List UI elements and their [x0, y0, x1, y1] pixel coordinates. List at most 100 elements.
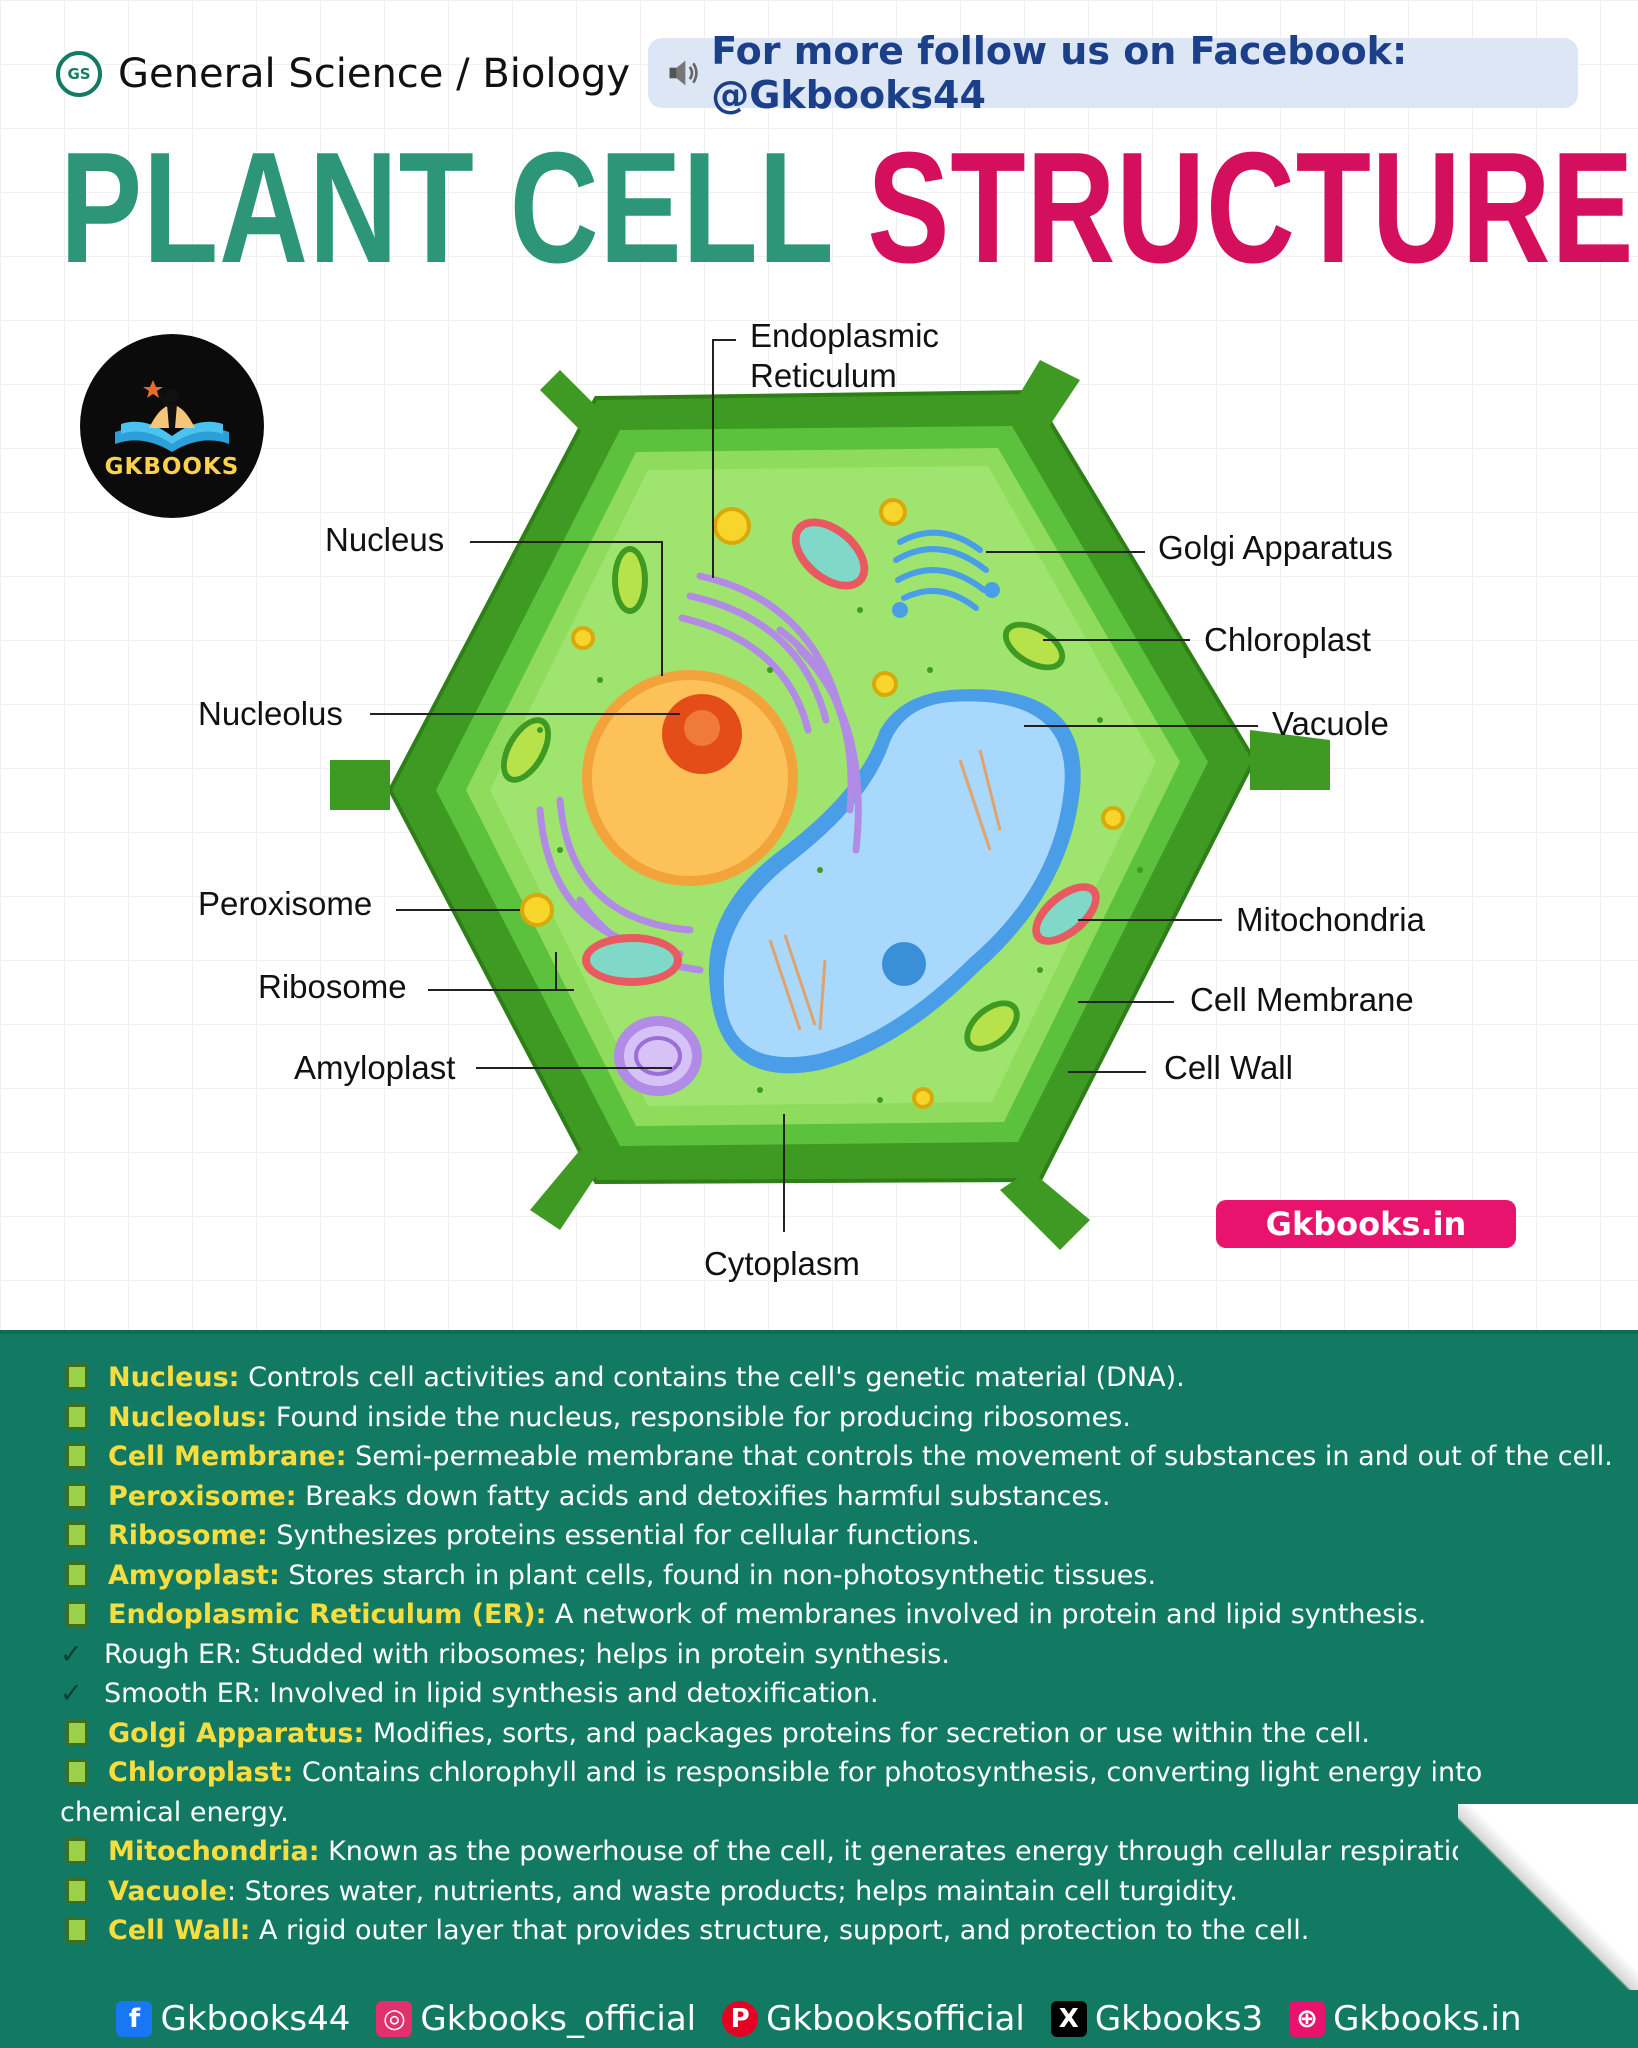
plant-cell-diagram: Endoplasmic Reticulum Nucleus Golgi Appa… — [0, 290, 1638, 1330]
badge-text: GS — [67, 65, 91, 83]
peroxisomes — [520, 498, 1125, 1109]
book-bullet-icon — [66, 1561, 88, 1588]
nucleolus — [662, 694, 742, 774]
description-text: Stores starch in plant cells, found in n… — [279, 1559, 1157, 1591]
nucleus — [582, 670, 798, 886]
description-term: Peroxisome: — [108, 1480, 297, 1512]
description-text: Modifies, sorts, and packages proteins f… — [364, 1717, 1370, 1749]
label-peroxisome: Peroxisome — [198, 885, 373, 922]
description-text: Controls cell activities and contains th… — [239, 1362, 1185, 1393]
checkmark-icon: ✓ — [60, 1678, 83, 1709]
title-part1: PLANT CELL — [60, 120, 835, 296]
description-item: Nucleolus: Found inside the nucleus, res… — [60, 1398, 1600, 1438]
description-text: Rough ER: Studded with ribosomes; helps … — [104, 1638, 950, 1670]
description-text: A network of membranes involved in prote… — [546, 1599, 1427, 1630]
label-er-line1: Endoplasmic — [750, 317, 939, 354]
book-bullet-icon — [66, 1443, 88, 1469]
book-bullet-icon — [66, 1877, 88, 1904]
label-cytoplasm: Cytoplasm — [704, 1245, 860, 1282]
social-instagram[interactable]: ◎ Gkbooks_official — [376, 1999, 696, 2039]
book-bullet-icon — [66, 1917, 88, 1943]
description-text: A rigid outer layer that provides struct… — [250, 1915, 1310, 1946]
ribosomes — [537, 607, 1143, 1103]
label-ribosome: Ribosome — [258, 968, 407, 1005]
description-text: Known as the powerhouse of the cell, it … — [319, 1836, 1494, 1867]
description-item: Mitochondria: Known as the powerhouse of… — [60, 1832, 1600, 1872]
book-bullet-icon — [66, 1364, 88, 1390]
description-item: Endoplasmic Reticulum (ER): A network of… — [60, 1595, 1600, 1635]
description-term: Ribosome: — [108, 1520, 268, 1551]
description-term: Vacuole — [108, 1875, 227, 1907]
label-amyloplast: Amyloplast — [294, 1049, 456, 1086]
follow-text: For more follow us on Facebook: @Gkbooks… — [711, 29, 1408, 117]
label-er-line2: Reticulum — [750, 357, 897, 394]
logo-text: GKBOOKS — [104, 454, 240, 480]
description-term: Cell Membrane: — [108, 1441, 347, 1472]
description-panel: Nucleus: Controls cell activities and co… — [0, 1330, 1638, 1994]
description-item: Cell Membrane: Semi-permeable membrane t… — [60, 1437, 1613, 1477]
description-item: Nucleus: Controls cell activities and co… — [60, 1358, 1600, 1398]
description-list: Nucleus: Controls cell activities and co… — [60, 1358, 1613, 1951]
social-x[interactable]: X Gkbooks3 — [1050, 1999, 1264, 2039]
description-term: Nucleus: — [108, 1362, 240, 1393]
page-title: PLANT CELL STRUCTURE — [60, 120, 1634, 296]
description-text: Breaks down fatty acids and detoxifies h… — [296, 1480, 1111, 1512]
social-facebook[interactable]: f Gkbooks44 — [116, 1999, 350, 2039]
subject-text: General Science / Biology — [118, 51, 630, 97]
social-pinterest[interactable]: P Gkbooksofficial — [722, 1999, 1025, 2039]
globe-icon: ⊕ — [1289, 2001, 1326, 2037]
label-golgi-apparatus: Golgi Apparatus — [1158, 529, 1393, 566]
label-mitochondria: Mitochondria — [1236, 901, 1425, 938]
header: GS General Science / Biology For more fo… — [0, 0, 1638, 288]
description-text: Smooth ER: Involved in lipid synthesis a… — [104, 1678, 879, 1709]
pinterest-icon: P — [722, 2001, 759, 2037]
description-item: Amyoplast: Stores starch in plant cells,… — [60, 1556, 1600, 1596]
description-text: Semi-permeable membrane that controls th… — [346, 1441, 1613, 1472]
pinterest-handle: Gkbooksofficial — [766, 1999, 1025, 2039]
book-bullet-icon — [66, 1403, 88, 1430]
label-chloroplast: Chloroplast — [1204, 621, 1371, 658]
x-icon: X — [1050, 2001, 1087, 2037]
description-term: Chloroplast: — [108, 1757, 294, 1788]
description-term: Endoplasmic Reticulum (ER): — [108, 1599, 547, 1630]
description-term: Cell Wall: — [108, 1915, 251, 1946]
description-item: Golgi Apparatus: Modifies, sorts, and pa… — [60, 1714, 1600, 1754]
label-cell-membrane: Cell Membrane — [1190, 981, 1414, 1018]
description-term: Golgi Apparatus: — [108, 1717, 365, 1749]
book-bullet-icon — [66, 1522, 88, 1548]
description-text: : Stores water, nutrients, and waste pro… — [226, 1875, 1238, 1907]
follow-banner[interactable]: For more follow us on Facebook: @Gkbooks… — [648, 29, 1578, 117]
description-item: Ribosome: Synthesizes proteins essential… — [60, 1516, 1600, 1556]
leader-lines — [370, 339, 1258, 1232]
amyloplast — [614, 1016, 702, 1096]
website-pill[interactable]: Gkbooks.in — [1216, 1200, 1516, 1248]
social-website[interactable]: ⊕ Gkbooks.in — [1289, 1999, 1522, 2039]
page-curl-decoration — [1458, 1804, 1638, 1994]
description-item: Vacuole: Stores water, nutrients, and wa… — [60, 1872, 1600, 1912]
chloroplasts — [501, 546, 1066, 1052]
label-endoplasmic-reticulum: Endoplasmic Reticulum — [750, 316, 939, 396]
book-bullet-icon — [66, 1838, 88, 1864]
label-nucleolus: Nucleolus — [198, 695, 343, 732]
label-nucleus: Nucleus — [325, 521, 445, 558]
description-term: Nucleolus: — [108, 1401, 268, 1433]
label-cell-wall: Cell Wall — [1164, 1049, 1293, 1086]
golgi-apparatus — [892, 529, 1000, 618]
subject-heading: GS General Science / Biology — [56, 46, 630, 102]
description-item: Cell Wall: A rigid outer layer that prov… — [60, 1911, 1600, 1951]
book-bullet-icon — [66, 1482, 88, 1509]
description-item: ✓ Rough ER: Studded with ribosomes; helps… — [60, 1635, 1600, 1675]
website-handle: Gkbooks.in — [1333, 1999, 1522, 2039]
book-bullet-icon — [66, 1719, 88, 1746]
instagram-icon: ◎ — [376, 2001, 413, 2037]
speaker-icon — [669, 60, 698, 86]
book-bullet-icon — [66, 1759, 88, 1785]
vacuole — [708, 689, 1081, 1074]
checkmark-icon: ✓ — [60, 1638, 83, 1670]
instagram-handle: Gkbooks_official — [420, 1999, 697, 2039]
book-bullet-icon — [66, 1601, 88, 1627]
x-handle: Gkbooks3 — [1094, 1999, 1264, 2039]
gkbooks-logo: GKBOOKS — [80, 334, 264, 518]
book-person-icon — [115, 380, 229, 452]
cell-illustration — [330, 339, 1330, 1250]
